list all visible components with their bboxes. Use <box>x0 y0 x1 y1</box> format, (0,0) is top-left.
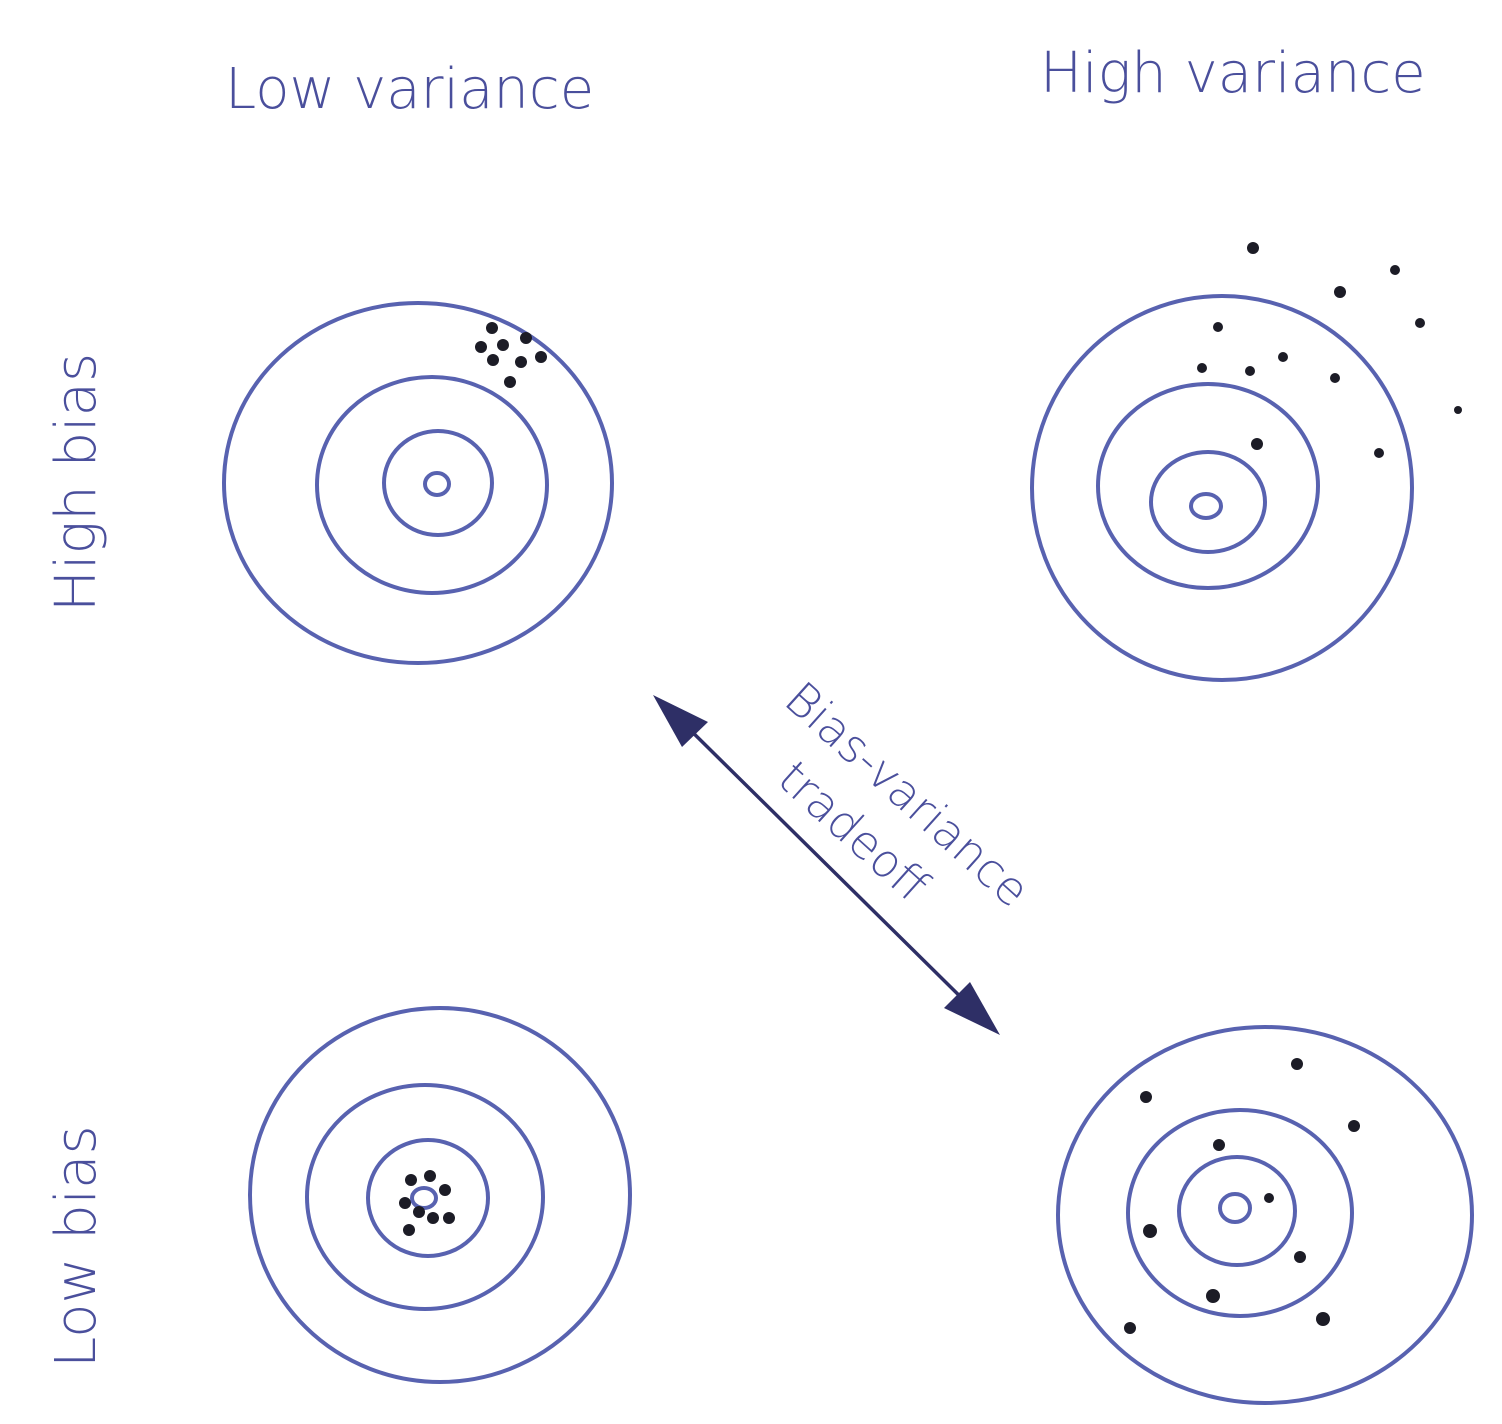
arrowhead-bottom-right-icon <box>944 982 1000 1035</box>
target-high-bias-high-variance <box>1030 242 1462 682</box>
target-ring-outer <box>1030 294 1414 682</box>
shot-dot <box>399 1197 411 1209</box>
shot-cluster <box>475 322 547 388</box>
shot-dot <box>520 332 532 344</box>
shot-dot <box>405 1174 417 1186</box>
row-label-low-bias: Low bias <box>44 1125 109 1368</box>
arrowhead-top-left-icon <box>653 695 708 747</box>
shot-dot <box>427 1212 439 1224</box>
shot-dot <box>1251 438 1263 450</box>
target-ring-outer <box>222 301 614 665</box>
shot-dot <box>515 356 527 368</box>
tradeoff-arrow-shaft <box>670 710 986 1022</box>
shot-dot <box>1374 448 1384 458</box>
shot-scatter <box>1197 242 1462 458</box>
target-ring-inner <box>1177 1155 1297 1267</box>
target-ring-middle <box>1096 382 1320 590</box>
shot-dot <box>1247 242 1259 254</box>
target-bullseye <box>410 1186 438 1210</box>
shot-scatter <box>1124 1058 1360 1334</box>
shot-dot <box>1348 1120 1360 1132</box>
shot-dot <box>535 351 547 363</box>
shot-dot <box>1140 1091 1152 1103</box>
shot-dot <box>1278 352 1288 362</box>
target-bullseye <box>423 471 451 497</box>
target-ring-outer <box>1056 1025 1474 1405</box>
target-bullseye <box>1218 1192 1252 1224</box>
target-ring-outer <box>248 1006 632 1384</box>
shot-cluster <box>399 1170 455 1236</box>
target-low-bias-high-variance <box>1056 1025 1474 1405</box>
shot-dot <box>1264 1193 1274 1203</box>
shot-dot <box>1206 1289 1220 1303</box>
shot-dot <box>504 376 516 388</box>
target-ring-inner <box>382 429 494 537</box>
shot-dot <box>424 1170 436 1182</box>
shot-dot <box>1316 1312 1330 1326</box>
column-label-low-variance: Low variance <box>225 57 594 122</box>
shot-dot <box>1291 1058 1303 1070</box>
shot-dot <box>1334 286 1346 298</box>
shot-dot <box>487 354 499 366</box>
shot-dot <box>443 1212 455 1224</box>
shot-dot <box>1124 1322 1136 1334</box>
shot-dot <box>1390 265 1400 275</box>
shot-dot <box>1197 363 1207 373</box>
shot-dot <box>1294 1251 1306 1263</box>
target-ring-inner <box>366 1138 490 1258</box>
shot-dot <box>1454 406 1462 414</box>
target-ring-middle <box>1126 1108 1354 1318</box>
shot-dot <box>1143 1224 1157 1238</box>
target-ring-middle <box>315 375 549 595</box>
shot-dot <box>486 322 498 334</box>
shot-dot <box>1213 1139 1225 1151</box>
shot-dot <box>1415 318 1425 328</box>
shot-dot <box>497 339 509 351</box>
shot-dot <box>1245 366 1255 376</box>
shot-dot <box>475 341 487 353</box>
shot-dot <box>1330 373 1340 383</box>
shot-dot <box>403 1224 415 1236</box>
target-low-bias-low-variance <box>248 1006 632 1384</box>
column-label-high-variance: High variance <box>1040 41 1426 106</box>
target-ring-middle <box>305 1083 545 1311</box>
row-label-high-bias: High bias <box>44 353 109 612</box>
shot-dot <box>439 1184 451 1196</box>
tradeoff-arrow <box>653 695 1000 1035</box>
target-bullseye <box>1189 492 1223 520</box>
target-ring-inner <box>1149 450 1267 554</box>
shot-dot <box>1213 322 1223 332</box>
target-high-bias-low-variance <box>222 301 614 665</box>
shot-dot <box>413 1206 425 1218</box>
